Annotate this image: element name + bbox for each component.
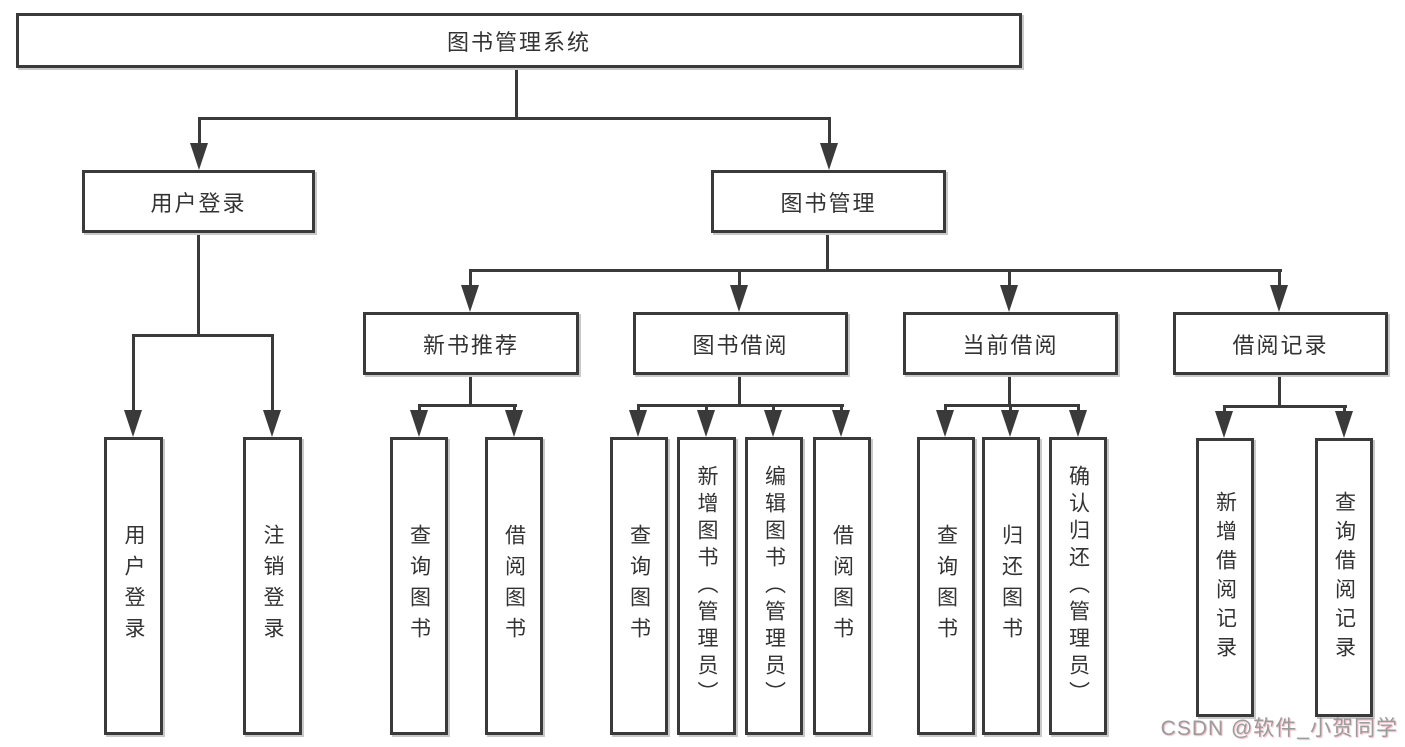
node-borrowing-records: 借阅记录 (1173, 312, 1388, 375)
connector-arrowhead (1000, 285, 1018, 312)
connector-line (772, 404, 775, 414)
leaf-add-book-admin: 新增图书（管理员） (677, 437, 736, 735)
connector-arrowhead (1335, 411, 1353, 438)
connector-line (469, 269, 1282, 272)
node-new-book-recommendation: 新书推荐 (363, 312, 579, 375)
connector-line (1008, 375, 1011, 407)
connector-arrowhead (410, 410, 428, 437)
connector-arrowhead (1270, 285, 1288, 312)
connector-line (418, 404, 517, 407)
connector-arrowhead (190, 143, 208, 170)
connector-line (1009, 404, 1012, 414)
connector-line (513, 404, 516, 414)
node-user-login: 用户登录 (82, 170, 315, 233)
leaf-confirm-return-admin: 确认归还（管理员） (1049, 437, 1107, 735)
leaf-query-books-borrowing: 查询图书 (610, 437, 668, 735)
connector-line (515, 68, 518, 120)
connector-line (418, 404, 421, 414)
leaf-label: 借阅图书 (502, 524, 526, 648)
connector-line (637, 404, 640, 414)
node-book-management: 图书管理 (711, 170, 946, 233)
connector-line (1008, 269, 1011, 289)
connector-line (738, 375, 741, 407)
leaf-label: 用户登录 (122, 524, 145, 648)
leaf-query-books-current: 查询图书 (917, 437, 975, 735)
leaf-label: 查询图书 (407, 524, 431, 648)
leaf-query-borrowing-record: 查询借阅记录 (1315, 438, 1373, 717)
connector-arrowhead (936, 410, 954, 437)
connector-arrowhead (124, 410, 142, 437)
node-current-borrowing: 当前借阅 (903, 312, 1118, 375)
connector-line (840, 404, 843, 414)
connector-line (469, 269, 472, 289)
leaf-edit-book-admin: 编辑图书（管理员） (745, 437, 803, 735)
leaf-label: 新增图书（管理员） (695, 464, 718, 708)
leaf-label: 查询借阅记录 (1332, 490, 1356, 665)
leaf-return-books: 归还图书 (982, 437, 1040, 735)
leaf-label: 新增借阅记录 (1213, 490, 1237, 665)
connector-line (1077, 404, 1080, 414)
leaf-label: 注销登录 (261, 524, 284, 648)
connector-arrowhead (764, 410, 782, 437)
connector-arrowhead (832, 410, 850, 437)
leaf-label: 编辑图书（管理员） (762, 464, 786, 708)
leaf-query-books-recommend: 查询图书 (390, 437, 448, 735)
connector-arrowhead (629, 410, 647, 437)
connector-line (944, 404, 1080, 407)
connector-arrowhead (820, 143, 838, 170)
leaf-logout-login: 注销登录 (243, 437, 302, 735)
connector-line (1223, 405, 1226, 415)
leaf-add-borrowing-record: 新增借阅记录 (1196, 438, 1254, 717)
connector-line (738, 269, 741, 289)
connector-line (705, 404, 708, 414)
connector-arrowhead (697, 410, 715, 437)
node-library-management-system: 图书管理系统 (16, 13, 1022, 68)
node-label: 新书推荐 (422, 332, 519, 358)
connector-line (944, 404, 947, 414)
watermark: CSDN @软件_小贺同学 (1160, 717, 1398, 740)
node-label: 用户登录 (150, 190, 247, 216)
connector-line (826, 233, 829, 272)
connector-line (1223, 405, 1347, 408)
leaf-label: 查询图书 (627, 524, 651, 648)
connector-line (271, 334, 274, 413)
connector-arrowhead (461, 285, 479, 312)
leaf-borrow-books-recommend: 借阅图书 (485, 437, 543, 735)
connector-line (197, 233, 200, 337)
leaf-label: 确认归还（管理员） (1066, 464, 1090, 708)
connector-arrowhead (1001, 410, 1019, 437)
node-book-borrowing: 图书借阅 (633, 312, 848, 375)
connector-arrowhead (1069, 410, 1087, 437)
leaf-user-login: 用户登录 (104, 437, 163, 735)
connector-line (132, 334, 135, 413)
leaf-label: 借阅图书 (830, 524, 854, 648)
node-label: 当前借阅 (962, 332, 1059, 358)
connector-arrowhead (505, 410, 523, 437)
connector-arrowhead (730, 285, 748, 312)
node-label: 图书借阅 (692, 332, 789, 358)
connector-arrowhead (1215, 411, 1233, 438)
connector-arrowhead (263, 410, 281, 437)
node-label: 借阅记录 (1232, 332, 1329, 358)
connector-line (828, 117, 831, 147)
node-label: 图书管理系统 (446, 29, 591, 55)
connector-line (637, 404, 844, 407)
connector-line (132, 334, 274, 337)
connector-line (1343, 405, 1346, 415)
connector-line (198, 117, 201, 147)
connector-line (469, 375, 472, 407)
node-label: 图书管理 (780, 190, 877, 216)
leaf-label: 归还图书 (999, 524, 1023, 648)
connector-line (1278, 375, 1281, 408)
connector-line (1278, 269, 1281, 289)
connector-line (198, 117, 831, 120)
leaf-label: 查询图书 (934, 524, 958, 648)
leaf-borrow-books-borrowing: 借阅图书 (813, 437, 871, 735)
